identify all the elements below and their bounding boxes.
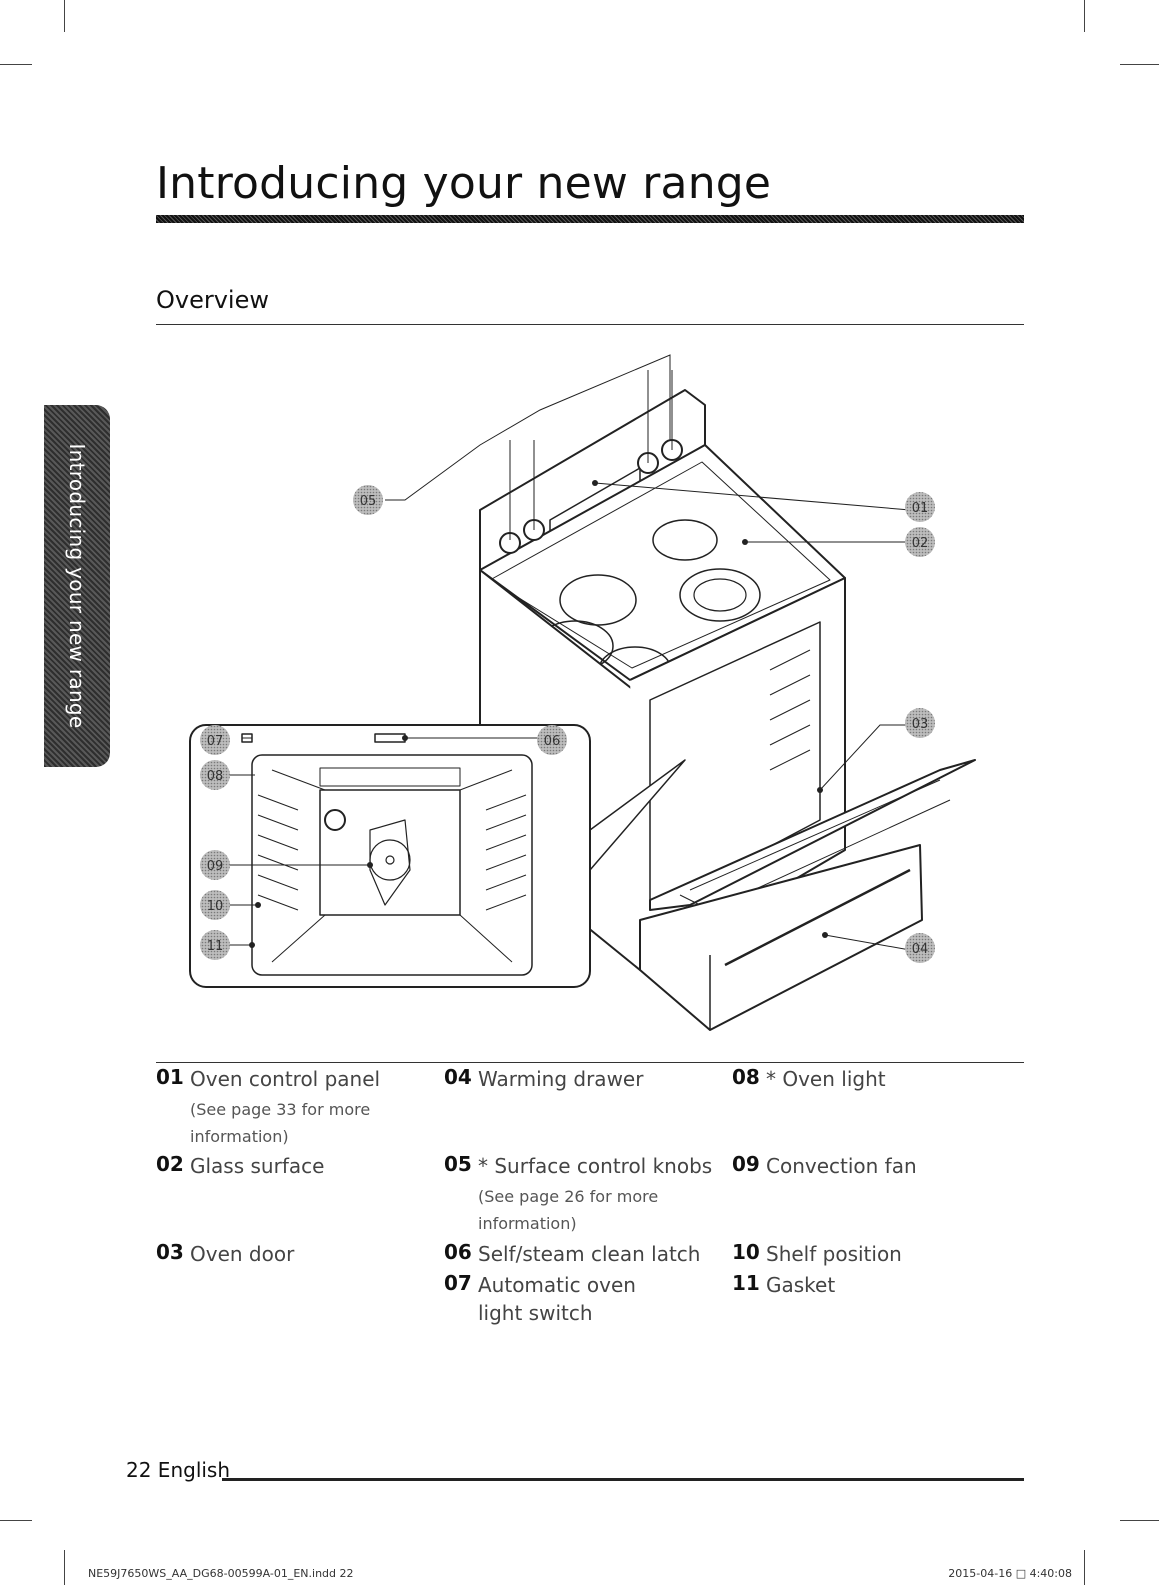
part-number: 05 [444,1152,472,1176]
oven-cavity [649,621,821,911]
part-number: 08 [732,1065,760,1089]
callout-11: 11 [200,930,230,960]
callout-09: 09 [200,850,230,880]
shelf-rails [257,794,527,911]
svg-text:05: 05 [360,494,377,509]
svg-text:04: 04 [912,942,929,957]
callout-04: 04 [905,933,935,963]
file-slug: NE59J7650WS_AA_DG68-00599A-01_EN.indd 22 [88,1567,354,1580]
crop-mark [1084,0,1085,32]
part-number: 11 [732,1271,760,1295]
section-title: Overview [156,286,269,314]
part-number: 04 [444,1065,472,1089]
page-title: Introducing your new range [156,158,772,209]
svg-text:03: 03 [912,717,929,732]
svg-text:06: 06 [544,734,561,749]
callout-02: 02 [905,527,935,557]
svg-text:08: 08 [207,769,224,784]
part-name: Gasket [766,1273,836,1297]
oven-light [324,809,346,831]
svg-text:09: 09 [207,859,224,874]
part-name: * Surface control knobs [478,1154,713,1178]
part-name: Glass surface [190,1154,325,1178]
svg-text:01: 01 [912,501,929,516]
parts-rule [156,1062,1024,1063]
crop-mark [1120,1520,1159,1521]
crop-mark [64,0,65,32]
svg-text:07: 07 [207,734,224,749]
burner-element [652,519,718,561]
crop-mark [1084,1550,1085,1585]
callout-06: 06 [537,725,567,755]
part-number: 03 [156,1240,184,1264]
part-number: 06 [444,1240,472,1264]
callout-08: 08 [200,760,230,790]
oven-door [649,759,976,911]
part-name: Convection fan [766,1154,917,1178]
range-overview-diagram: 05 01 02 03 04 06 07 08 09 10 11 [189,354,976,1031]
part-note: (See page 26 for more information) [478,1187,659,1233]
part-name: Shelf position [766,1242,902,1266]
crop-mark [0,1520,32,1521]
callout-03: 03 [905,708,935,738]
part-number: 09 [732,1152,760,1176]
part-number: 01 [156,1065,184,1089]
part-name: Warming drawer [478,1067,644,1091]
footer-rule [222,1478,1024,1481]
page-number: 22 English [126,1458,231,1482]
title-rule [156,215,1024,223]
svg-text:10: 10 [207,899,224,914]
part-name: Self/steam clean latch [478,1242,701,1266]
callout-07: 07 [200,725,230,755]
callout-10: 10 [200,890,230,920]
crop-mark [64,1550,65,1585]
part-name: Oven door [190,1242,295,1266]
part-name: Oven control panel [190,1067,381,1091]
part-number: 07 [444,1271,472,1295]
side-tab: Introducing your new range [44,405,110,767]
svg-text:11: 11 [207,939,224,954]
callout-05: 05 [353,485,383,515]
part-number: 02 [156,1152,184,1176]
burner-element [559,574,637,626]
part-name: Automatic oven light switch [478,1273,636,1325]
svg-text:02: 02 [912,536,929,551]
convection-fan [369,819,411,906]
broil-element [319,767,461,787]
callout-01: 01 [905,492,935,522]
part-number: 10 [732,1240,760,1264]
crop-mark [1120,64,1159,65]
burner-element [679,568,761,622]
part-note: (See page 33 for more information) [190,1100,371,1146]
part-name: * Oven light [766,1067,886,1091]
side-tab-label: Introducing your new range [65,443,89,729]
crop-mark [0,64,32,65]
section-rule [156,324,1024,325]
date-slug: 2015-04-16 □ 4:40:08 [948,1567,1072,1580]
